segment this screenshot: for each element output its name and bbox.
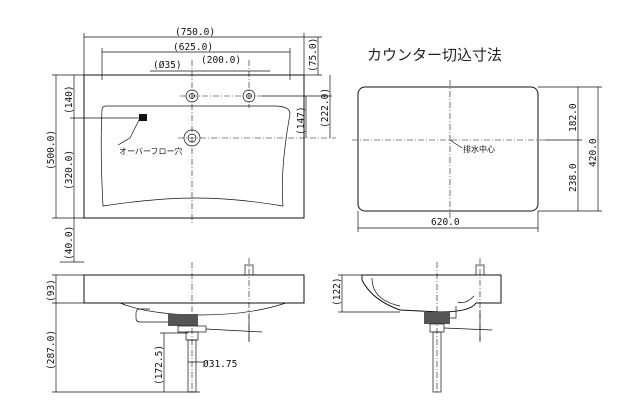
overflow-label: オーバーフロー穴 [119,146,182,156]
bowl-outline [100,105,291,207]
drain-trap [168,314,198,326]
cutout-lower: 238.0 [568,163,579,192]
dim-drain-offset: (222.0) [320,88,331,128]
side-drain-trap [424,312,450,324]
cutout-outline [357,86,539,212]
overflow-hole [139,114,147,121]
dim-depth-front: (320.0) [64,150,75,190]
dim-pipe-height: (172.5) [154,345,165,385]
drain-center-label: 排水中心 [463,144,495,154]
cutout-upper: 182.0 [568,103,579,132]
dim-hole-dia: (Ø35) [153,60,182,71]
top-view: オーバーフロー穴 (750.0) (625.0) (Ø35) (200.0) (… [46,27,336,263]
dim-width-total: (750.0) [175,27,215,38]
basin-outline [83,74,305,219]
dim-depth-rear: (140) [64,85,75,114]
front-rim [83,274,305,304]
dim-faucet-span: (625.0) [173,42,213,53]
dim-hole-spacing: (200.0) [201,55,241,66]
cutout-height: 420.0 [588,138,599,167]
dim-back-depth: (75.0) [308,38,319,72]
dim-drain-from-back: (147) [296,106,307,135]
dim-side-height: (122) [332,277,343,306]
dim-depth-total: (500.0) [46,130,57,170]
side-drain-pipe [432,331,442,393]
dim-pipe-dia: Ø31.75 [203,359,237,370]
dim-rim-height: (93) [46,279,57,302]
cutout-width: 620.0 [431,217,460,228]
dim-drop: (287.0) [46,330,57,370]
side-view: (122) [332,258,502,393]
front-view: (93) (287.0) (172.5) Ø31.75 [46,258,305,393]
cutout-view: 排水中心 182.0 238.0 420.0 620.0 [352,80,602,232]
cutout-title: カウンター切込寸法 [367,46,502,64]
dim-front-offset: (40.0) [64,226,75,260]
